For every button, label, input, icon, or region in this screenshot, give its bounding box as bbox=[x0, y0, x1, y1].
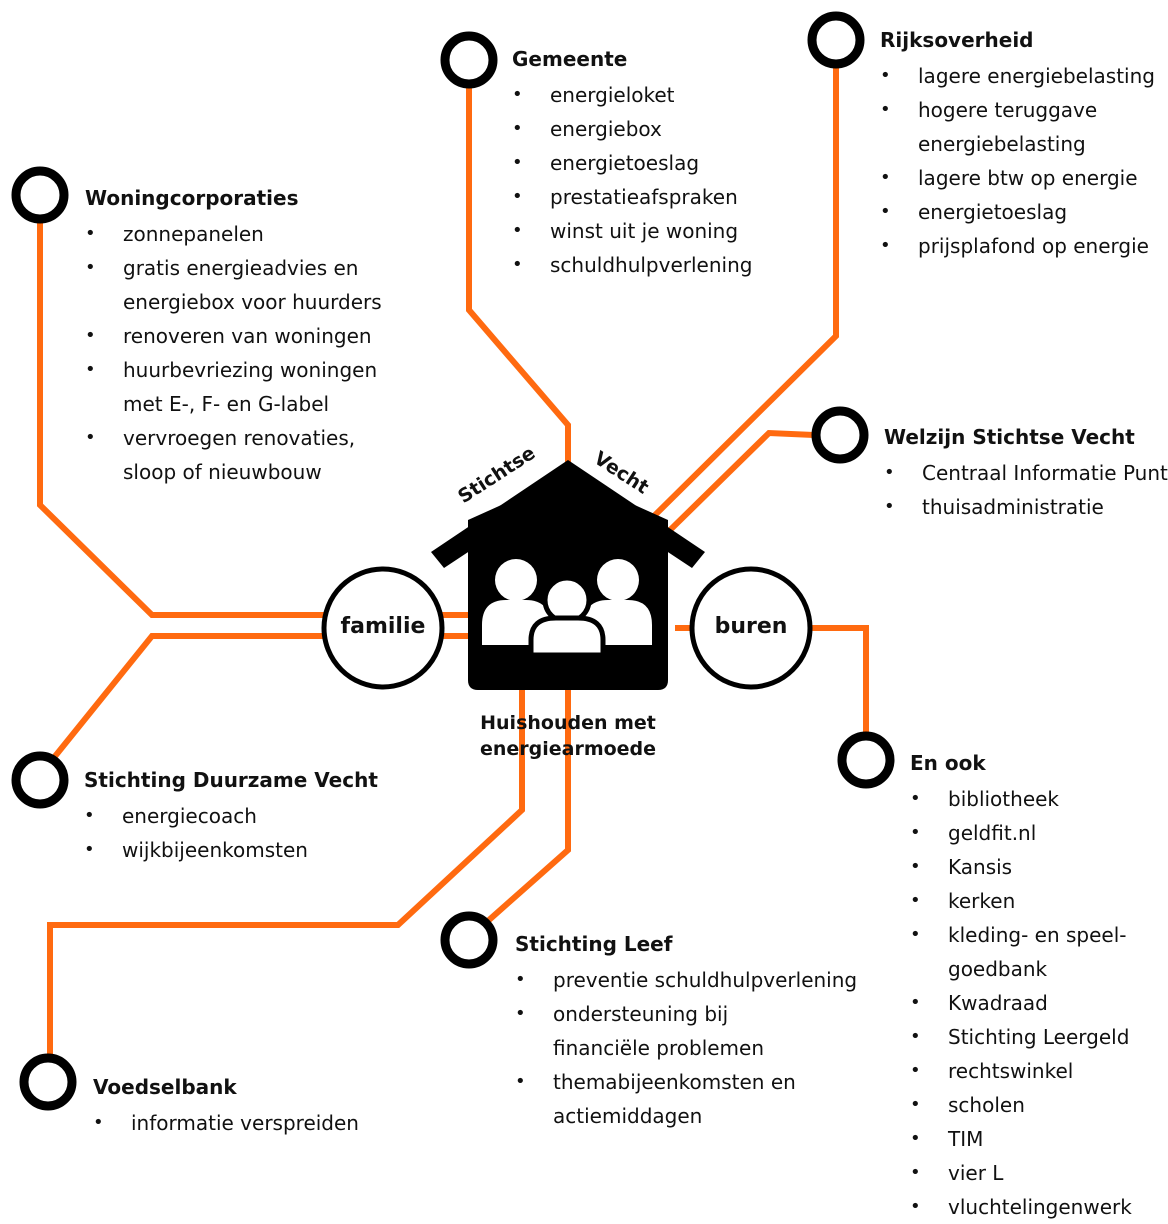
list-item: rechtswinkel bbox=[910, 1054, 1130, 1088]
connector-gemeente bbox=[466, 86, 571, 470]
org-item-list: lagere energiebelasting hogere teruggave… bbox=[880, 59, 1160, 263]
list-item: thuisadministratie bbox=[884, 490, 1166, 524]
org-rijksoverheid: Rijksoverheid lagere energiebelasting ho… bbox=[880, 27, 1160, 263]
list-item: bibliotheek bbox=[910, 782, 1130, 816]
list-item: themabijeenkomsten en actiemiddagen bbox=[515, 1065, 815, 1133]
connector-woningcorporaties bbox=[37, 220, 470, 618]
org-item-list: bibliotheek geldfit.nl Kansis kerken kle… bbox=[910, 782, 1132, 1224]
list-item: ondersteuning bij financiële problemen bbox=[515, 997, 815, 1065]
familie-node bbox=[321, 566, 445, 690]
org-en-ook: En ook bibliotheek geldfit.nl Kansis ker… bbox=[910, 750, 1132, 1224]
list-item: energieloket bbox=[512, 78, 772, 112]
list-item: prijsplafond op energie bbox=[880, 229, 1160, 263]
family-icon bbox=[482, 559, 652, 658]
org-item-list: zonnepanelen gratis energieadvies en ene… bbox=[85, 217, 390, 489]
node-woningcorporaties bbox=[11, 166, 69, 224]
list-item: kerken bbox=[910, 884, 1130, 918]
list-item: energiebox bbox=[512, 112, 772, 146]
org-woningcorporaties: Woningcorporaties zonnepanelen gratis en… bbox=[85, 185, 390, 489]
org-title: Rijksoverheid bbox=[880, 28, 1034, 52]
connector-welzijn bbox=[662, 429, 815, 538]
house-caption-line1: Huishouden met bbox=[480, 712, 656, 734]
connector-voedselbank bbox=[47, 690, 525, 1055]
connector-leef bbox=[487, 690, 571, 923]
buren-label: buren bbox=[714, 614, 788, 639]
list-item: vier L bbox=[910, 1156, 1130, 1190]
org-title: En ook bbox=[910, 751, 986, 775]
list-item: TIM bbox=[910, 1122, 1130, 1156]
org-voedselbank: Voedselbank informatie verspreiden bbox=[93, 1074, 393, 1140]
list-item: schuldhulpverlening bbox=[512, 248, 772, 282]
connector-rijksoverheid bbox=[647, 67, 839, 523]
list-item: renoveren van woningen bbox=[85, 319, 390, 353]
house-caption-line2: energiearmoede bbox=[479, 738, 657, 760]
house-icon: Stichtse Vecht bbox=[431, 442, 705, 690]
list-item: energietoeslag bbox=[512, 146, 772, 180]
org-welzijn: Welzijn Stichtse Vecht Centraal Informat… bbox=[884, 424, 1168, 524]
list-item: preventie schuldhulpverlening bbox=[515, 963, 857, 997]
org-title: Stichting Leef bbox=[515, 932, 673, 956]
node-rijksoverheid bbox=[807, 11, 865, 69]
house-caption: Huishouden met energiearmoede bbox=[458, 710, 678, 762]
list-item: hogere teruggave energiebelasting bbox=[880, 93, 1160, 161]
familie-label: familie bbox=[340, 614, 426, 639]
list-item: Kansis bbox=[910, 850, 1130, 884]
list-item: energiecoach bbox=[84, 799, 384, 833]
list-item: kleding- en speel- goedbank bbox=[910, 918, 1130, 986]
list-item: energietoeslag bbox=[880, 195, 1160, 229]
node-gemeente bbox=[440, 31, 498, 89]
node-leef bbox=[440, 911, 498, 969]
list-item: Centraal Informatie Punt bbox=[884, 456, 1168, 490]
org-title: Voedselbank bbox=[93, 1075, 237, 1099]
list-item: Stichting Leergeld bbox=[910, 1020, 1130, 1054]
list-item: wijkbijeenkomsten bbox=[84, 833, 384, 867]
node-en-ook bbox=[837, 731, 895, 789]
list-item: gratis energieadvies en energiebox voor … bbox=[85, 251, 390, 319]
org-gemeente: Gemeente energieloket energiebox energie… bbox=[512, 46, 772, 282]
list-item: prestatieafspraken bbox=[512, 180, 772, 214]
node-voedselbank bbox=[19, 1053, 77, 1111]
buren-node bbox=[689, 566, 813, 690]
org-duurzame-vecht: Stichting Duurzame Vecht energiecoach wi… bbox=[84, 767, 384, 867]
list-item: lagere btw op energie bbox=[880, 161, 1160, 195]
org-item-list: preventie schuldhulpverlening ondersteun… bbox=[515, 963, 857, 1133]
org-title: Gemeente bbox=[512, 47, 628, 71]
list-item: Kwadraad bbox=[910, 986, 1130, 1020]
list-item: lagere energiebelasting bbox=[880, 59, 1160, 93]
org-item-list: Centraal Informatie Punt thuisadministra… bbox=[884, 456, 1168, 524]
org-item-list: energiecoach wijkbijeenkomsten bbox=[84, 799, 384, 867]
org-title: Woningcorporaties bbox=[85, 186, 299, 210]
list-item: vervroegen renovaties, sloop of nieuwbou… bbox=[85, 421, 390, 489]
list-item: informatie verspreiden bbox=[93, 1106, 393, 1140]
list-item: zonnepanelen bbox=[85, 217, 390, 251]
org-item-list: energieloket energiebox energietoeslag p… bbox=[512, 78, 772, 282]
list-item: scholen bbox=[910, 1088, 1130, 1122]
list-item: huurbevriezing woningen met E-, F- en G-… bbox=[85, 353, 390, 421]
org-leef: Stichting Leef preventie schuldhulpverle… bbox=[515, 931, 857, 1133]
org-item-list: informatie verspreiden bbox=[93, 1106, 393, 1140]
node-welzijn bbox=[811, 406, 869, 464]
org-title: Welzijn Stichtse Vecht bbox=[884, 425, 1135, 449]
list-item: vluchtelingenwerk bbox=[910, 1190, 1132, 1224]
org-title: Stichting Duurzame Vecht bbox=[84, 768, 378, 792]
node-duurzame-vecht bbox=[11, 751, 69, 809]
list-item: geldfit.nl bbox=[910, 816, 1130, 850]
list-item: winst uit je woning bbox=[512, 214, 772, 248]
